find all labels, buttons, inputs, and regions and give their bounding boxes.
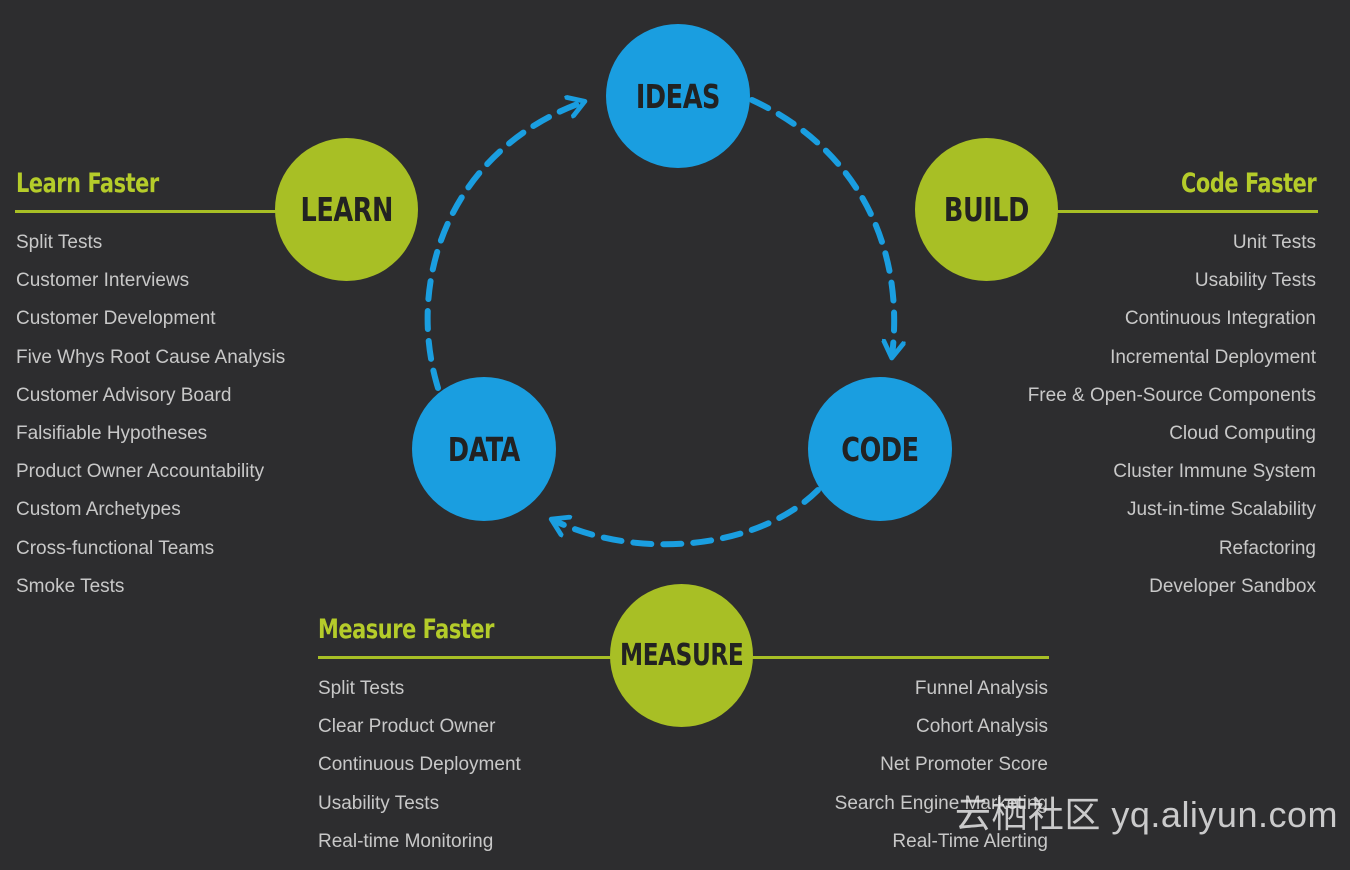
- learn-faster-heading: Learn Faster: [16, 168, 159, 199]
- practice-item: Product Owner Accountability: [16, 461, 265, 483]
- measure-faster-heading: Measure Faster: [318, 614, 495, 645]
- practice-item: Cluster Immune System: [1113, 461, 1316, 483]
- practice-item: Usability Tests: [1194, 270, 1316, 292]
- arrow-ideas-to-code: [749, 97, 894, 356]
- practice-item: Customer Development: [16, 308, 216, 330]
- practice-item: Customer Advisory Board: [16, 384, 232, 406]
- practice-item: Continuous Deployment: [318, 754, 521, 776]
- practice-item: Free & Open-Source Components: [1027, 384, 1316, 406]
- watermark: 云栖社区 yq.aliyun.com: [954, 794, 1338, 835]
- learn-node: LEARN: [275, 138, 418, 281]
- arrow-code-to-data: [553, 487, 821, 548]
- practice-item: Cohort Analysis: [915, 716, 1048, 738]
- practice-item: Real-Time Alerting: [892, 830, 1048, 852]
- practice-item: Developer Sandbox: [1149, 575, 1316, 597]
- cycle-arrows: [424, 0, 1350, 548]
- practice-item: Customer Interviews: [16, 270, 190, 292]
- practice-item: Split Tests: [318, 678, 405, 699]
- practice-item: Real-time Monitoring: [318, 830, 494, 852]
- practice-item: Funnel Analysis: [914, 678, 1048, 699]
- practice-item: Unit Tests: [1232, 232, 1316, 253]
- practice-item: Cross-functional Teams: [16, 537, 215, 559]
- data-node: DATA: [412, 377, 556, 521]
- practice-item: Usability Tests: [318, 792, 440, 814]
- practice-item: Refactoring: [1218, 537, 1316, 559]
- practice-item: Just-in-time Scalability: [1127, 499, 1316, 521]
- build-node: BUILD: [915, 138, 1058, 281]
- practice-item: Continuous Integration: [1124, 308, 1316, 330]
- practice-item: Net Promoter Score: [880, 754, 1048, 776]
- ideas-node: IDEAS: [606, 24, 750, 168]
- code-faster-heading: Code Faster: [1180, 168, 1317, 199]
- learn-rule: [15, 210, 280, 213]
- practice-item: Custom Archetypes: [16, 499, 181, 521]
- practice-item: Incremental Deployment: [1110, 346, 1316, 368]
- practice-item: Clear Product Owner: [318, 716, 496, 738]
- practice-item: Search Engine Marketing: [834, 792, 1048, 814]
- arrow-data-to-ideas: [424, 102, 583, 391]
- practice-item: Cloud Computing: [1169, 422, 1316, 444]
- code-node: CODE: [808, 377, 952, 521]
- measure-node: MEASURE: [610, 584, 753, 727]
- code-rule: [1055, 210, 1318, 213]
- practice-item: Five Whys Root Cause Analysis: [16, 346, 286, 368]
- practice-item: Falsifiable Hypotheses: [16, 422, 208, 444]
- practice-item: Split Tests: [16, 232, 103, 253]
- practice-item: Smoke Tests: [16, 575, 125, 597]
